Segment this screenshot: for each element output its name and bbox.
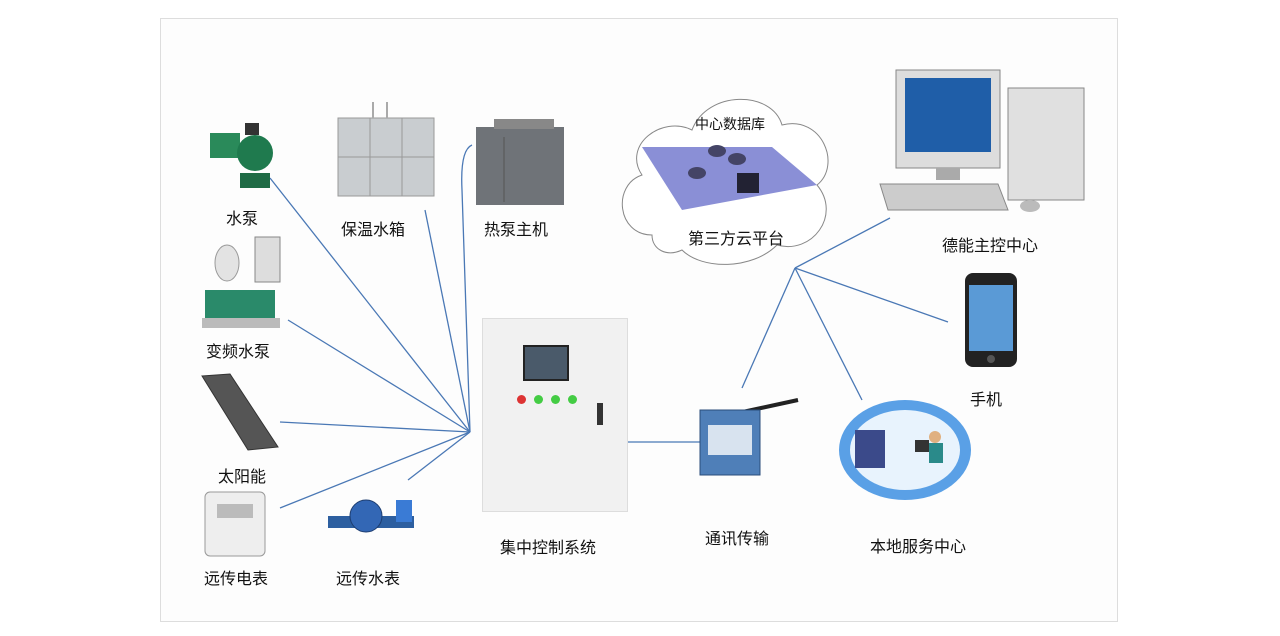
label-meter-e: 远传电表 [203, 569, 269, 588]
label-pump: 水泵 [225, 209, 259, 228]
label-comm: 通讯传输 [704, 529, 770, 548]
label-main: 德能主控中心 [941, 236, 1039, 255]
local-service-cloud-icon [839, 400, 971, 500]
line-meter-e [279, 431, 471, 509]
water-meter-icon [328, 499, 414, 533]
label-cloud: 第三方云平台 [687, 229, 785, 248]
label-meter-w: 远传水表 [335, 569, 401, 588]
line-hub-local [794, 267, 863, 401]
controller-cabinet-icon [482, 318, 628, 512]
desktop-computer-icon [879, 69, 1085, 212]
line-hub-phone [794, 267, 949, 323]
label-vfd-pump: 变频水泵 [205, 342, 271, 361]
solar-panel-icon [201, 373, 279, 451]
line-meter-w [407, 431, 471, 481]
label-tank: 保温水箱 [340, 220, 406, 239]
electric-meter-icon [204, 491, 266, 557]
cloud-platform-icon [621, 98, 829, 265]
line-heat-pump [461, 144, 473, 433]
line-tank [424, 209, 471, 433]
communication-module-icon [699, 398, 799, 476]
heat-pump-icon [476, 119, 564, 205]
line-solar [279, 421, 471, 433]
mobile-phone-icon [965, 273, 1017, 367]
variable-frequency-pump-icon [202, 236, 281, 328]
label-controller: 集中控制系统 [499, 538, 597, 557]
water-pump-icon [210, 123, 273, 188]
line-hub-main [794, 217, 891, 269]
label-heat-pump: 热泵主机 [483, 220, 549, 239]
line-comm-hub [741, 267, 796, 389]
line-vfd [287, 319, 471, 433]
label-solar: 太阳能 [217, 467, 267, 486]
water-tank-icon [337, 102, 435, 197]
label-phone: 手机 [969, 390, 1003, 409]
label-db: 中心数据库 [695, 117, 765, 133]
label-local: 本地服务中心 [869, 537, 967, 556]
line-pump [269, 177, 471, 433]
